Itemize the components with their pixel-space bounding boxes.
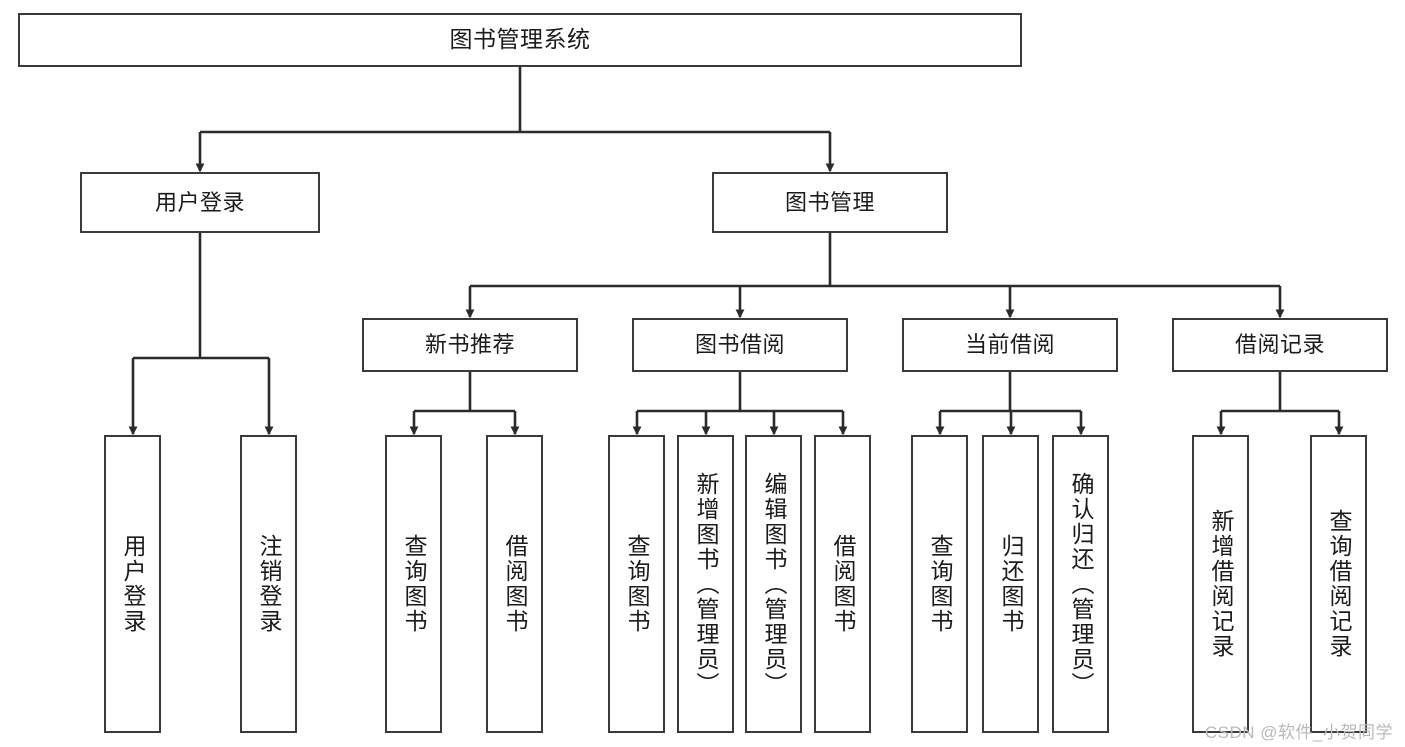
node-label-book-manage: 图书管理	[784, 189, 875, 215]
node-leaf-query-book-rec[interactable]: 查询图书	[385, 435, 442, 733]
node-leaf-query-book-borrow[interactable]: 查询图书	[608, 435, 665, 733]
node-label-leaf-borrow-book-rec: 借阅图书	[502, 534, 528, 634]
node-user-login[interactable]: 用户登录	[80, 172, 320, 233]
node-leaf-add-book[interactable]: 新增图书（管理员）	[677, 435, 734, 733]
node-leaf-borrow-book-rec[interactable]: 借阅图书	[486, 435, 543, 733]
node-leaf-query-book-cur[interactable]: 查询图书	[911, 435, 968, 733]
node-label-book-borrow: 图书借阅	[694, 332, 785, 358]
node-borrow-record[interactable]: 借阅记录	[1172, 318, 1388, 372]
node-label-leaf-borrow-book: 借阅图书	[830, 534, 856, 634]
node-leaf-user-login[interactable]: 用户登录	[104, 435, 161, 733]
node-book-borrow[interactable]: 图书借阅	[632, 318, 848, 372]
node-label-leaf-add-record: 新增借阅记录	[1208, 509, 1234, 659]
node-new-book-recommend[interactable]: 新书推荐	[362, 318, 578, 372]
node-label-leaf-return-book: 归还图书	[998, 534, 1024, 634]
node-label-leaf-query-book-cur: 查询图书	[927, 534, 953, 634]
node-label-new-book-recommend: 新书推荐	[424, 332, 515, 358]
node-leaf-return-book[interactable]: 归还图书	[982, 435, 1039, 733]
node-label-leaf-add-book: 新增图书（管理员）	[693, 471, 719, 697]
node-label-borrow-record: 借阅记录	[1234, 332, 1325, 358]
node-label-leaf-confirm-return: 确认归还（管理员）	[1068, 471, 1094, 697]
node-leaf-borrow-book[interactable]: 借阅图书	[814, 435, 871, 733]
node-leaf-logout[interactable]: 注销登录	[240, 435, 297, 733]
node-label-current-borrow: 当前借阅	[964, 332, 1055, 358]
node-label-leaf-user-login: 用户登录	[120, 534, 146, 634]
node-label-leaf-logout: 注销登录	[256, 534, 282, 634]
node-leaf-query-record[interactable]: 查询借阅记录	[1310, 435, 1367, 733]
node-root[interactable]: 图书管理系统	[18, 13, 1022, 67]
csdn-watermark: CSDN @软件_小贺同学	[1204, 723, 1393, 742]
node-leaf-edit-book[interactable]: 编辑图书（管理员）	[745, 435, 802, 733]
node-label-leaf-query-book-borrow: 查询图书	[624, 534, 650, 634]
node-label-user-login: 用户登录	[154, 189, 245, 215]
node-label-leaf-query-book-rec: 查询图书	[401, 534, 427, 634]
node-current-borrow[interactable]: 当前借阅	[902, 318, 1118, 372]
node-leaf-add-record[interactable]: 新增借阅记录	[1192, 435, 1249, 733]
node-label-root: 图书管理系统	[449, 26, 591, 53]
node-book-manage[interactable]: 图书管理	[712, 172, 948, 233]
node-label-leaf-edit-book: 编辑图书（管理员）	[761, 471, 787, 697]
node-leaf-confirm-return[interactable]: 确认归还（管理员）	[1052, 435, 1109, 733]
node-label-leaf-query-record: 查询借阅记录	[1326, 509, 1352, 659]
